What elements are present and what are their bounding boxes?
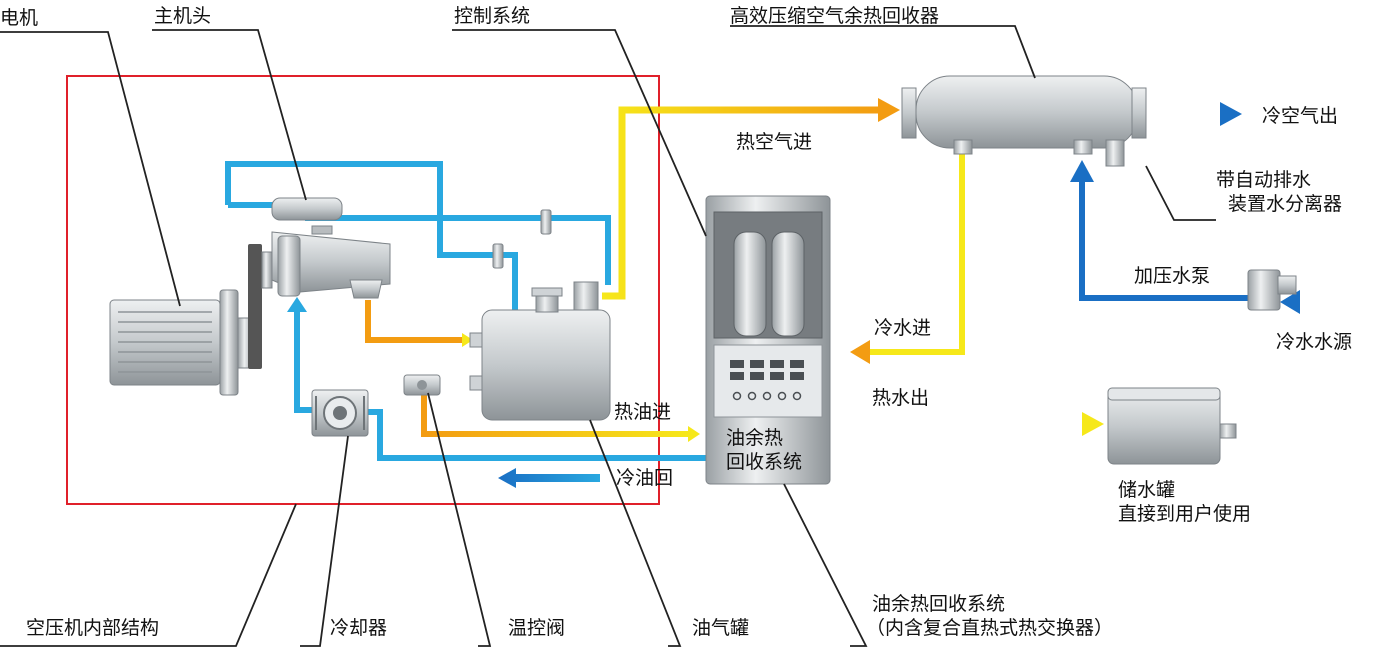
oil-heat-recovery-unit bbox=[705, 195, 831, 485]
label-cold-water-source: 冷水水源 bbox=[1276, 331, 1353, 353]
thermostatic-valve bbox=[403, 374, 441, 396]
motor bbox=[109, 244, 273, 396]
label-oil-recovery-system-2: （内含复合直热式热交换器） bbox=[866, 617, 1114, 639]
label-thermostatic-valve: 温控阀 bbox=[508, 617, 566, 639]
label-compressor-internal: 空压机内部结构 bbox=[26, 617, 160, 639]
cold-oil-pipes bbox=[225, 161, 706, 461]
label-oil-gas-tank: 油气罐 bbox=[692, 617, 750, 639]
arrow-up-to-head bbox=[287, 297, 307, 312]
booster-pump-pipe bbox=[1079, 178, 1258, 301]
hot-air-in-arrow bbox=[878, 98, 900, 122]
label-oil-recovery-box-1: 油余热 bbox=[726, 427, 784, 449]
arrow-to-tank bbox=[462, 333, 473, 347]
cold-water-pipe bbox=[868, 152, 965, 355]
air-heat-recovery-cylinder bbox=[901, 75, 1147, 167]
cold-oil-return-arrow bbox=[498, 468, 600, 488]
label-hot-water-out: 热水出 bbox=[872, 387, 930, 409]
oil-gas-tank bbox=[469, 281, 611, 421]
label-booster-pump: 加压水泵 bbox=[1134, 265, 1211, 287]
booster-up-arrow bbox=[1070, 160, 1094, 182]
hot-air-pipe bbox=[602, 106, 880, 300]
cold-water-in-arrow bbox=[850, 340, 870, 364]
label-heat-recovery-unit: 高效压缩空气余热回收器 bbox=[730, 5, 940, 27]
label-cold-oil-return: 冷油回 bbox=[616, 467, 674, 489]
water-storage-tank bbox=[1107, 387, 1237, 465]
hot-oil-pipes bbox=[305, 300, 690, 437]
label-oil-recovery-system-1: 油余热回收系统 bbox=[872, 593, 1006, 615]
label-hot-air-in: 热空气进 bbox=[736, 131, 813, 153]
compressor-internal-frame bbox=[66, 75, 660, 505]
label-water-tank-2: 直接到用户使用 bbox=[1118, 503, 1252, 525]
cold-water-source-arrow bbox=[1280, 290, 1300, 314]
label-water-separator-1: 带自动排水 bbox=[1216, 169, 1312, 191]
label-hot-oil-in: 热油进 bbox=[614, 401, 672, 423]
label-water-tank-1: 储水罐 bbox=[1118, 479, 1176, 501]
label-cold-water-in: 冷水进 bbox=[874, 317, 932, 339]
label-oil-recovery-box-2: 回收系统 bbox=[726, 451, 803, 473]
small-valves bbox=[492, 209, 552, 269]
label-motor: 电机 bbox=[0, 7, 39, 29]
booster-pump bbox=[1247, 269, 1297, 311]
label-main-head: 主机头 bbox=[154, 5, 212, 27]
cooler bbox=[311, 389, 369, 437]
label-cold-air-out: 冷空气出 bbox=[1262, 105, 1339, 127]
hot-oil-in-arrow bbox=[688, 426, 700, 442]
label-water-separator-2: 装置水分离器 bbox=[1228, 193, 1343, 215]
leader-lines bbox=[0, 25, 1216, 647]
label-cooler: 冷却器 bbox=[330, 617, 388, 639]
label-control-system: 控制系统 bbox=[454, 5, 531, 27]
cold-air-out-arrow bbox=[1220, 102, 1242, 126]
main-head bbox=[271, 197, 391, 299]
hot-water-out-arrow bbox=[1082, 412, 1104, 436]
